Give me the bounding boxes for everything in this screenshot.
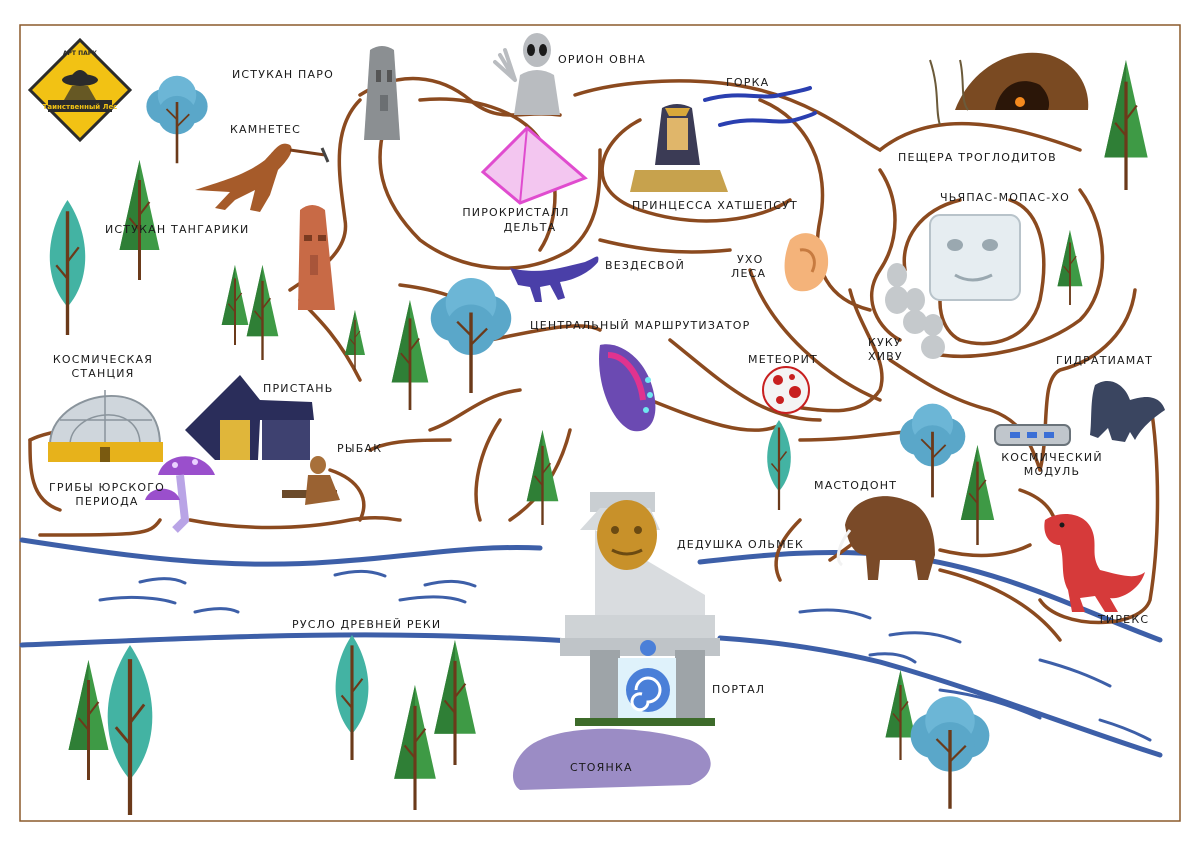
label-istukan-paro: ИСТУКАН ПАРО xyxy=(232,68,334,81)
river xyxy=(19,537,1163,758)
label-parking: СТОЯНКА xyxy=(570,761,633,774)
label-chiapas: ЧЬЯПАС-МОПАС-ХО xyxy=(940,191,1070,204)
label-mammoth: МАСТОДОНТ xyxy=(814,479,898,492)
chiapas-stone-face xyxy=(929,214,1021,301)
ufo-router xyxy=(599,344,656,432)
label-vezdesvoy: ВЕЗДЕСВОЙ xyxy=(605,259,686,272)
label-portal: ПОРТАЛ xyxy=(712,683,766,696)
kuku-hivu-figures xyxy=(885,263,945,359)
olmec-head xyxy=(580,492,705,625)
gorka-slide xyxy=(703,86,817,127)
mammoth xyxy=(836,496,935,580)
label-pyrocrystal-line2: ДЕЛЬТА xyxy=(503,221,557,234)
label-orion-ovna: ОРИОН ОВНА xyxy=(558,53,646,66)
trex-dino xyxy=(1044,514,1145,612)
logo-main-text: Таинственный Лес xyxy=(43,103,118,111)
label-central-router: ЦЕНТРАЛЬНЫЙ МАРШРУТИЗАТОР xyxy=(530,319,751,332)
sphinx-hatshepsut xyxy=(630,104,728,192)
label-olmec: ДЕДУШКА ОЛЬМЕК xyxy=(677,538,804,551)
istukan-paro-statue xyxy=(364,46,400,140)
label-module-line1: КОСМИЧЕСКИЙ xyxy=(1001,451,1103,464)
space-module xyxy=(994,424,1071,446)
label-kametes: КАМНЕТЕС xyxy=(230,123,301,136)
label-kuku-line1: КУКУ xyxy=(868,336,902,349)
label-module-line2: МОДУЛЬ xyxy=(1023,465,1081,478)
label-mushrooms-line1: ГРИБЫ ЮРСКОГО xyxy=(49,481,165,494)
label-meteorite: МЕТЕОРИТ xyxy=(748,353,818,366)
label-ear-line1: УХО xyxy=(737,253,764,266)
forest-ear xyxy=(784,233,829,292)
label-station-line1: КОСМИЧЕСКАЯ xyxy=(52,353,154,366)
label-gorka: ГОРКА xyxy=(726,76,770,89)
troglodyte-cave xyxy=(929,52,1089,126)
jurassic-mushrooms xyxy=(145,456,215,533)
label-fisherman: РЫБАК xyxy=(337,442,383,455)
hydra-dragon xyxy=(1090,380,1165,442)
label-pyrocrystal-line1: ПИРОКРИСТАЛЛ xyxy=(462,206,570,219)
space-station xyxy=(48,390,163,462)
label-pier: ПРИСТАНЬ xyxy=(263,382,334,395)
label-trex: ТИРЕКС xyxy=(1098,613,1150,626)
label-mushrooms-line2: ПЕРИОДА xyxy=(75,495,139,508)
meteorite xyxy=(762,366,810,414)
parking-area xyxy=(512,728,711,790)
fisherman-statue xyxy=(282,456,340,505)
kametes-lizard xyxy=(195,143,330,212)
portal-gate xyxy=(560,615,720,726)
label-princess-hatshepsut: ПРИНЦЕССА ХАТШЕПСУТ xyxy=(632,199,798,212)
orion-alien xyxy=(493,33,560,115)
label-ancient-river: РУСЛО ДРЕВНЕЙ РЕКИ xyxy=(292,618,442,631)
pyrocrystal-delta xyxy=(480,125,588,205)
label-hydra: ГИДРАТИАМАТ xyxy=(1056,354,1154,367)
pier-house xyxy=(185,375,314,460)
label-station-line2: СТАНЦИЯ xyxy=(71,367,135,380)
label-troglodyte-cave: ПЕЩЕРА ТРОГЛОДИТОВ xyxy=(898,151,1057,164)
vezdesvoy-creature xyxy=(510,256,599,302)
label-istukan-tangariki: ИСТУКАН ТАНГАРИКИ xyxy=(105,223,250,236)
label-kuku-line2: ХИВУ xyxy=(868,350,903,363)
map-frame xyxy=(19,24,1181,822)
tangariki-statue xyxy=(298,205,335,310)
label-ear-line2: ЛЕСА xyxy=(731,267,767,280)
park-logo: АРТ ПАРК Таинственный Лес xyxy=(27,37,133,143)
logo-top-text: АРТ ПАРК xyxy=(63,50,97,57)
